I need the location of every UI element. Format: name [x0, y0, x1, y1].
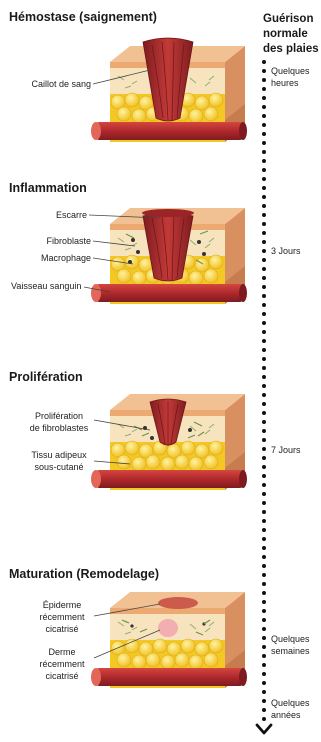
label-derme-cicatrise: Derme récemment cicatrisé: [30, 646, 94, 682]
label-line: Prolifération: [18, 410, 100, 422]
time-line: semaines: [271, 646, 310, 658]
label-line: Macrophage: [41, 252, 91, 264]
timeline-dots: [262, 60, 266, 721]
label-line: Tissu adipeux: [18, 449, 100, 461]
time-label-3-jours: 3 Jours: [271, 246, 301, 258]
time-line: Quelques: [271, 634, 310, 646]
label-line: Épiderme: [30, 599, 94, 611]
label-caillot-de-sang: Caillot de sang: [31, 78, 91, 90]
label-line: cicatrisé: [30, 623, 94, 635]
leader-lines: [84, 70, 160, 658]
label-macrophage: Macrophage: [41, 252, 91, 264]
time-label-quelques-heures: Quelques heures: [271, 66, 310, 89]
label-line: sous-cutané: [18, 461, 100, 473]
label-fibroblaste: Fibroblaste: [46, 235, 91, 247]
label-line: récemment: [30, 658, 94, 670]
time-line: 3 Jours: [271, 246, 301, 258]
label-line: récemment: [30, 611, 94, 623]
timeline-arrow-icon: [257, 725, 271, 733]
label-tissu-adipeux: Tissu adipeux sous-cutané: [18, 449, 100, 473]
label-vaisseau-sanguin: Vaisseau sanguin: [11, 280, 81, 292]
label-line: Caillot de sang: [31, 78, 91, 90]
label-escarre: Escarre: [56, 209, 87, 221]
inflammation-tissue: [91, 208, 247, 304]
time-label-7-jours: 7 Jours: [271, 445, 301, 457]
time-label-quelques-semaines: Quelques semaines: [271, 634, 310, 657]
label-epiderme-cicatrise: Épiderme récemment cicatrisé: [30, 599, 94, 635]
label-proliferation-fibroblastes: Prolifération de fibroblastes: [18, 410, 100, 434]
label-line: Vaisseau sanguin: [11, 280, 81, 292]
time-line: 7 Jours: [271, 445, 301, 457]
maturation-tissue: [91, 592, 247, 688]
label-line: cicatrisé: [30, 670, 94, 682]
time-line: heures: [271, 78, 310, 90]
label-line: Derme: [30, 646, 94, 658]
proliferation-tissue: [91, 394, 247, 490]
label-line: Fibroblaste: [46, 235, 91, 247]
label-line: Escarre: [56, 209, 87, 221]
time-label-quelques-annees: Quelques années: [271, 698, 310, 721]
time-line: années: [271, 710, 310, 722]
hemostasis-tissue: [91, 38, 247, 142]
time-line: Quelques: [271, 66, 310, 78]
time-line: Quelques: [271, 698, 310, 710]
label-line: de fibroblastes: [18, 422, 100, 434]
